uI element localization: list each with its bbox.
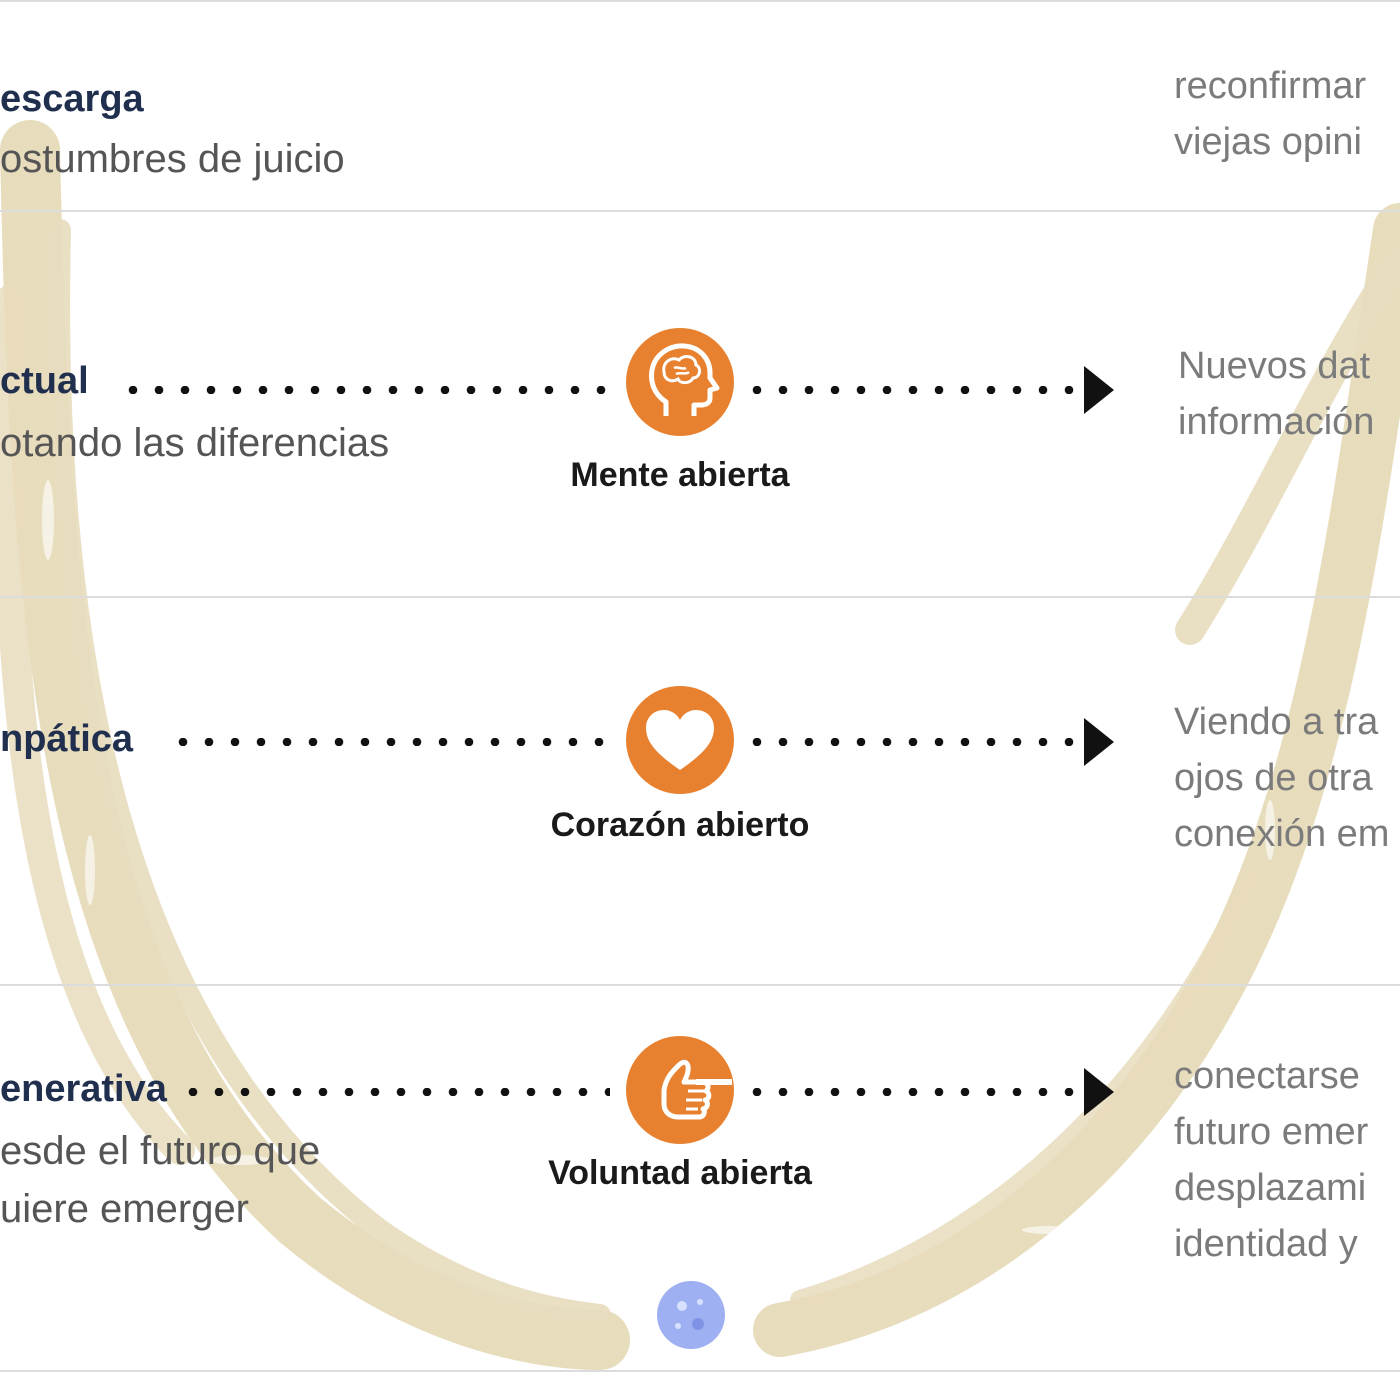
divider-top [0, 0, 1400, 2]
level-2-dotted-line-right [744, 386, 1084, 394]
divider-1 [0, 210, 1400, 212]
level-1-right-text: reconfirmar viejas opini [1174, 65, 1367, 163]
open-will-badge [626, 1036, 734, 1144]
open-heart-label: Corazón abierto [550, 806, 810, 844]
level-2-right-text: Nuevos dat información [1178, 345, 1375, 443]
level-4-arrowhead [1084, 1068, 1114, 1116]
heart-icon [646, 710, 714, 770]
level-4-dotted-line-right [744, 1088, 1084, 1096]
divider-bottom [0, 1370, 1400, 1372]
level-4-subtitle: esde el futuro que uiere emerger [0, 1129, 321, 1231]
thumbs-up-hand-icon [661, 1059, 732, 1120]
presencing-blob-icon [657, 1281, 725, 1349]
open-will-label: Voluntad abierta [548, 1154, 812, 1192]
level-3-right-text: Viendo a tra ojos de otra conexión em [1174, 701, 1390, 855]
level-2-title: ctual [0, 360, 89, 402]
open-mind-label: Mente abierta [570, 456, 790, 494]
head-with-brain-icon [649, 343, 720, 416]
level-4-right-text: conectarse futuro emer desplazami identi… [1174, 1055, 1369, 1265]
level-3-dotted-line-left [170, 738, 610, 746]
divider-3 [0, 984, 1400, 986]
open-heart-badge [626, 686, 734, 794]
level-2-arrowhead [1084, 366, 1114, 414]
level-4-dotted-line-left [180, 1088, 610, 1096]
open-mind-badge [626, 328, 734, 436]
level-3-title: npática [0, 718, 134, 760]
level-1-title: escarga [0, 78, 144, 120]
level-1-subtitle: ostumbres de juicio [0, 137, 345, 181]
level-2-subtitle: otando las diferencias [0, 421, 390, 465]
divider-2 [0, 596, 1400, 598]
level-2-dotted-line-left [120, 386, 610, 394]
level-3-dotted-line-right [744, 738, 1084, 746]
level-4-title: enerativa [0, 1068, 167, 1110]
level-3-arrowhead [1084, 718, 1114, 766]
